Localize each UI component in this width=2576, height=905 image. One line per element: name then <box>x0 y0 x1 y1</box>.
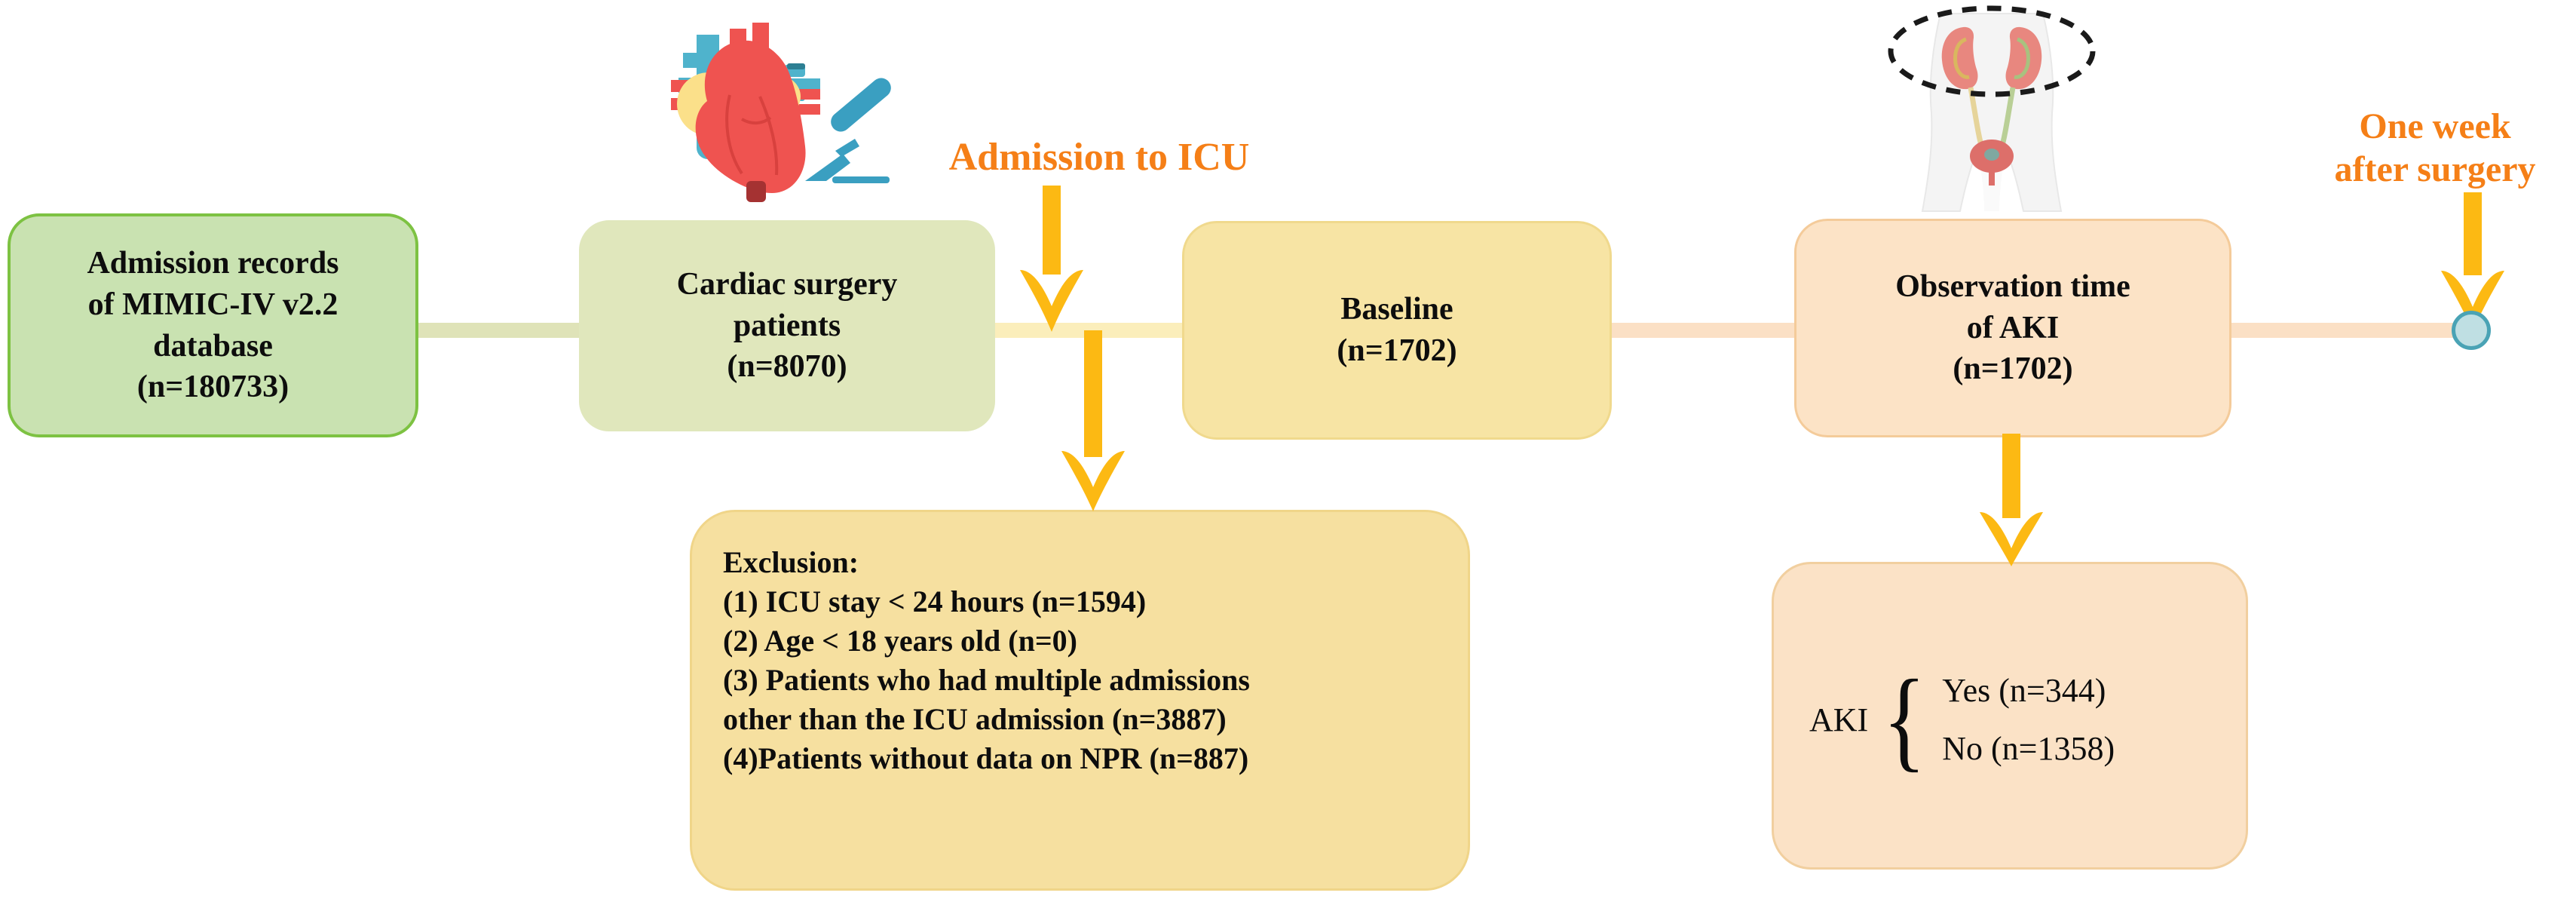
aki-row-yes: Yes (n=344) <box>1942 672 2106 709</box>
aki-brace-icon: { <box>1882 656 1927 782</box>
admission-records-line-4: (n=180733) <box>136 370 289 405</box>
exclusion-node[interactable] <box>690 510 1470 891</box>
baseline-line-2: (n=1702) <box>1337 333 1457 368</box>
exclusion-item-1: (1) ICU stay < 24 hours (n=1594) <box>723 584 1147 618</box>
rail-baseline-to-observation <box>1598 323 1802 338</box>
baseline-node[interactable]: Baseline (n=1702) <box>1182 221 1612 440</box>
exclusion-body: Exclusion: (1) ICU stay < 24 hours (n=15… <box>690 510 1470 891</box>
cardiac-surgery-line-1: Cardiac surgery <box>676 267 898 302</box>
cardiac-surgery-line-2: patients <box>733 308 841 343</box>
exclusion-item-2: (2) Age < 18 years old (n=0) <box>723 624 1077 658</box>
admission-records-line-3: database <box>153 328 273 364</box>
exclusion-item-4: (4)Patients without data on NPR (n=887) <box>723 741 1249 775</box>
aki-label: AKI <box>1809 701 1869 738</box>
observation-line-1: Observation time <box>1895 269 2130 305</box>
aki-row-no: No (n=1358) <box>1942 730 2115 767</box>
observation-line-2: of AKI <box>1966 310 2060 345</box>
cardiac-surgery-line-3: (n=8070) <box>727 349 847 385</box>
observation-node[interactable]: Observation time of AKI (n=1702) <box>1794 219 2231 437</box>
admission-records-line-1: Admission records <box>87 246 339 281</box>
arrow-to-exclusion <box>1055 330 1131 513</box>
annotation-admission-to-icu: Admission to ICU <box>948 136 1250 179</box>
cardiac-surgery-node[interactable]: Cardiac surgery patients (n=8070) <box>579 220 995 431</box>
admission-records-node[interactable]: Admission records of MIMIC-IV v2.2 datab… <box>8 213 418 437</box>
rail-admission-to-cardiac <box>411 323 592 338</box>
rail-observation-to-endpoint <box>2228 323 2473 338</box>
exclusion-item-3: (3) Patients who had multiple admissions <box>723 663 1250 697</box>
admission-records-line-2: of MIMIC-IV v2.2 <box>87 287 338 322</box>
arrow-one-week-after-surgery <box>2435 192 2510 333</box>
arrow-admission-to-icu <box>1014 186 1089 333</box>
observation-line-3: (n=1702) <box>1953 351 2073 387</box>
timeline-endpoint[interactable] <box>2452 311 2491 350</box>
heart-surgery-icon <box>657 6 906 217</box>
urinary-system-kidney-icon <box>1879 0 2105 222</box>
exclusion-item-3-cont: other than the ICU admission (n=3887) <box>723 702 1227 736</box>
exclusion-heading: Exclusion: <box>723 545 859 579</box>
arrow-to-aki-outcome <box>1974 434 2049 568</box>
aki-outcome-node[interactable] <box>1772 562 2248 870</box>
baseline-line-1: Baseline <box>1340 292 1453 327</box>
annotation-one-week-after-surgery: One week after surgery <box>2334 106 2536 189</box>
aki-outcome-body: AKI { Yes (n=344) No (n=1358) <box>1809 656 2115 782</box>
